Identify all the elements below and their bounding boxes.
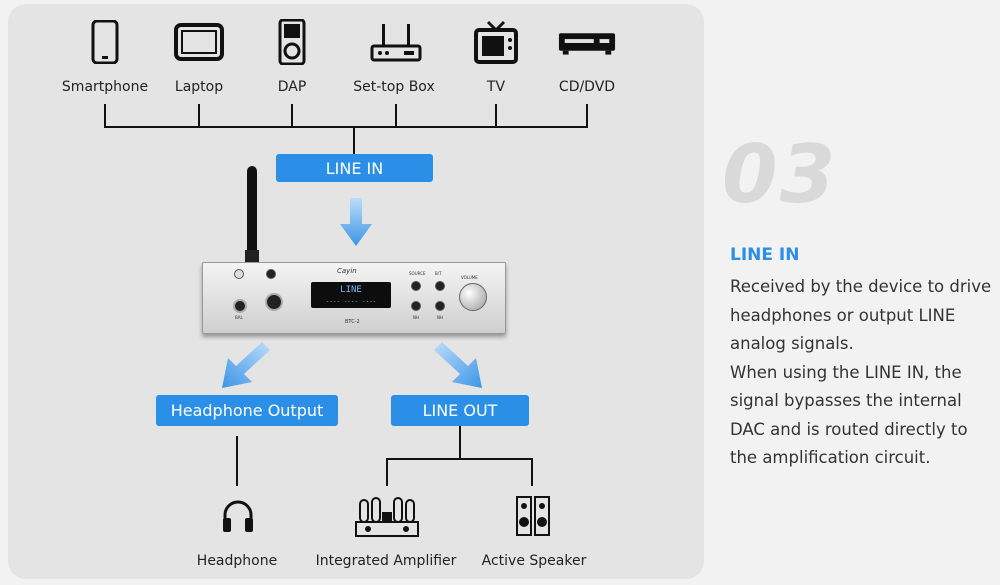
router-icon xyxy=(366,18,426,66)
line-in-badge: LINE IN xyxy=(276,154,433,182)
source-label-smartphone: Smartphone xyxy=(61,79,149,95)
dap-icon xyxy=(262,18,322,66)
description-line-2: When using the LINE IN, the signal bypas… xyxy=(730,362,968,468)
balanced-jack xyxy=(233,299,247,313)
connector-line xyxy=(236,436,238,486)
dest-label-active-speaker: Active Speaker xyxy=(481,553,587,569)
volume-knob xyxy=(459,283,487,311)
mode-button-1 xyxy=(411,301,421,311)
connector-line xyxy=(198,104,200,128)
volume-label: VOLUME xyxy=(461,275,478,280)
source-label-laptop: Laptop xyxy=(174,79,224,95)
connector-line xyxy=(395,104,397,128)
connector-line xyxy=(459,426,461,460)
connector-line xyxy=(586,104,588,128)
brand-logo: Cayin xyxy=(337,267,357,275)
connector-bus-line xyxy=(386,458,533,460)
connector-line xyxy=(531,458,533,486)
mode-label-2: NH xyxy=(437,315,443,320)
bal-label: BAL xyxy=(235,315,243,320)
section-description: Received by the device to drive headphon… xyxy=(730,273,992,473)
source-button xyxy=(411,281,421,291)
btc2-device: BAL Cayin LINE ---- ---- ---- BTC-2 SOUR… xyxy=(202,262,506,334)
display-text: LINE xyxy=(340,285,362,295)
down-right-arrow-icon xyxy=(434,342,482,388)
headphone-icon xyxy=(223,500,253,532)
dest-label-integrated-amplifier: Integrated Amplifier xyxy=(315,553,457,569)
source-label-dap: DAP xyxy=(277,79,307,95)
dest-label-headphone: Headphone xyxy=(196,553,278,569)
tv-icon xyxy=(466,18,526,66)
power-icon xyxy=(234,269,244,279)
display-dashes: ---- ---- ---- xyxy=(325,298,377,305)
connector-line xyxy=(353,126,355,154)
antenna xyxy=(247,166,257,264)
description-line-1: Received by the device to drive headphon… xyxy=(730,277,992,353)
device-display: LINE ---- ---- ---- xyxy=(311,282,391,308)
amplifier-icon xyxy=(355,497,419,537)
bluetooth-icon xyxy=(266,269,276,279)
tablet-icon xyxy=(169,18,229,66)
connector-line xyxy=(495,104,497,128)
section-title: LINE IN xyxy=(730,245,800,265)
antenna-base xyxy=(245,250,259,264)
headphone-output-badge: Headphone Output xyxy=(156,395,338,426)
connector-bus-line xyxy=(104,126,588,128)
bt-label: B/T xyxy=(435,271,442,276)
model-label: BTC-2 xyxy=(345,319,360,325)
line-out-badge: LINE OUT xyxy=(391,395,529,426)
source-label: SOURCE xyxy=(409,271,426,276)
source-label-set-top-box: Set-top Box xyxy=(353,79,435,95)
down-arrow-icon xyxy=(340,198,372,246)
step-number: 03 xyxy=(722,128,838,221)
source-label-tv: TV xyxy=(486,79,506,95)
speaker-icon xyxy=(516,496,550,536)
connector-line xyxy=(291,104,293,128)
bt-button xyxy=(435,281,445,291)
smartphone-icon xyxy=(75,18,135,66)
connector-line xyxy=(104,104,106,128)
connector-line xyxy=(386,458,388,486)
cd-player-icon xyxy=(557,18,617,66)
source-label-cd-dvd: CD/DVD xyxy=(558,79,616,95)
mode-button-2 xyxy=(435,301,445,311)
headphone-jack xyxy=(265,293,283,311)
down-left-arrow-icon xyxy=(222,342,270,388)
mode-label-1: NH xyxy=(413,315,419,320)
